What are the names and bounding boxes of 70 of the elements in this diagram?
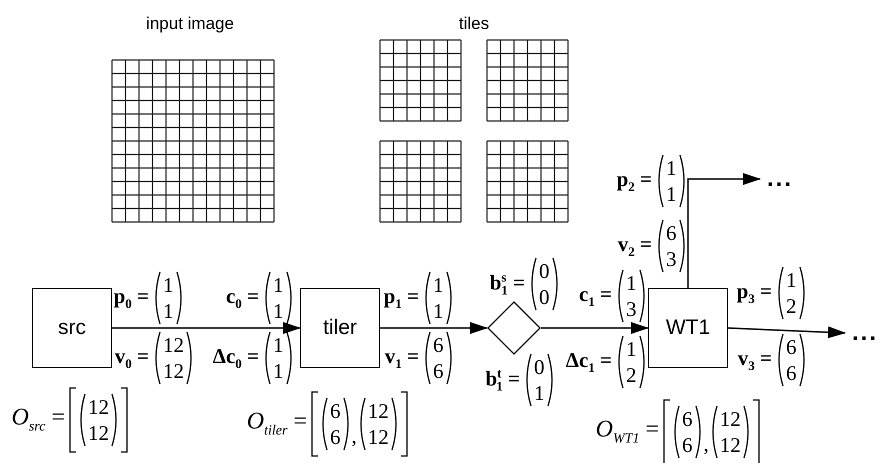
- math-label: v$_{3}$ =: [738, 346, 772, 374]
- ellipsis-text: ...: [760, 166, 800, 192]
- process-box: tiler: [300, 288, 380, 368]
- output-equation-text: O$_{tiler}$ =: [246, 408, 307, 440]
- vector-entry: 6: [682, 432, 692, 458]
- vector-entry: 1: [273, 332, 284, 358]
- math-label: v$_{0}$ =: [114, 344, 149, 372]
- vector-entry: 12: [368, 424, 389, 450]
- vector-entry: 6: [786, 334, 796, 360]
- caption-text: tiles: [458, 14, 490, 34]
- output-equation-text: O$_{src}$ =: [12, 404, 65, 436]
- vector-entry: 0: [539, 258, 550, 284]
- math-label: p$_{1}$ =: [384, 284, 419, 312]
- vector-entry: 1: [626, 336, 636, 362]
- vector-entry: 1: [273, 298, 284, 324]
- process-box: src: [32, 288, 112, 368]
- vector-entry: 1: [666, 181, 676, 207]
- vector-entry: 1: [534, 380, 544, 406]
- vector-entry: 6: [433, 332, 444, 358]
- vector-entry: 1: [433, 272, 444, 298]
- vector-entry: 2: [626, 362, 636, 388]
- vector-entry: 1: [433, 298, 444, 324]
- math-label: p$_{0}$ =: [114, 284, 149, 312]
- vector-entry: 0: [534, 354, 544, 380]
- vector-entry: 1: [163, 272, 174, 298]
- math-label: Δc$_{0}$ =: [212, 344, 259, 372]
- vector-entry: 1: [786, 267, 796, 293]
- vector-entry: 1: [163, 298, 174, 324]
- comma-text: ,: [352, 424, 357, 449]
- arrow: [541, 322, 649, 334]
- vector-entry: 12: [163, 358, 184, 384]
- vector-entry: 12: [368, 398, 389, 424]
- arrow: [687, 173, 761, 288]
- math-label: c$_{1}$ =: [578, 282, 612, 310]
- vector-entry: 12: [88, 420, 109, 446]
- math-label: b$^{s}$$_{1}$ =: [490, 269, 525, 299]
- vector-entry: 1: [666, 155, 676, 181]
- process-box: WT1: [648, 288, 728, 368]
- vector-entry: 6: [330, 424, 340, 450]
- vector-entry: 6: [433, 358, 444, 384]
- math-label: c$_{0}$ =: [226, 284, 259, 312]
- decision-diamond: [487, 301, 541, 355]
- vector-entry: 6: [666, 220, 676, 246]
- vector-entry: 6: [786, 360, 796, 386]
- vector-entry: 12: [720, 406, 741, 432]
- vector-entry: 6: [330, 398, 340, 424]
- vector-entry: 12: [163, 332, 184, 358]
- math-label: p$_{3}$ =: [736, 278, 772, 308]
- caption-text: input image: [146, 14, 234, 34]
- math-label: Δc$_{1}$ =: [566, 348, 612, 376]
- comma-text: ,: [704, 432, 709, 457]
- vector-entry: 1: [273, 272, 284, 298]
- arrow: [380, 322, 488, 334]
- vector-entry: 1: [626, 270, 636, 296]
- math-label: b$^{t}$$_{1}$ =: [485, 365, 520, 395]
- vector-entry: 2: [786, 293, 796, 319]
- vector-entry: 3: [666, 246, 676, 272]
- vector-entry: 1: [273, 358, 284, 384]
- ellipsis-text: ...: [845, 320, 885, 346]
- arrow: [112, 322, 301, 334]
- vector-entry: 0: [539, 284, 550, 310]
- output-equation-text: O$_{WT1}$ =: [596, 416, 659, 448]
- vector-entry: 3: [626, 296, 636, 322]
- math-label: p$_{2}$ =: [616, 166, 652, 196]
- math-label: v$_{1}$ =: [384, 344, 419, 372]
- vector-entry: 12: [88, 394, 109, 420]
- arrow: [728, 326, 846, 338]
- math-label: v$_{2}$ =: [618, 232, 652, 260]
- vector-entry: 12: [720, 432, 741, 458]
- vector-entry: 6: [682, 406, 692, 432]
